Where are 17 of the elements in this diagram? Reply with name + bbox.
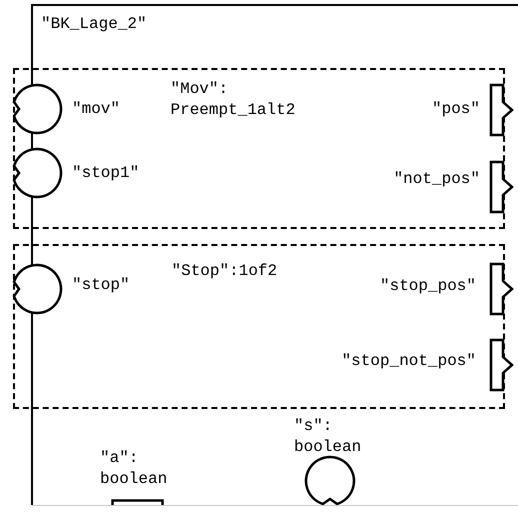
port-bracket <box>110 498 164 504</box>
port-bracket <box>488 84 514 136</box>
port-label: "mov" <box>72 99 120 120</box>
part-name: "BK_Lage_2" <box>41 14 147 35</box>
port-label: "s": boolean <box>294 416 362 458</box>
port-label: "a": boolean <box>100 448 168 490</box>
part-name: "Mov": Preempt_1alt2 <box>170 78 296 120</box>
port-bracket <box>488 338 514 390</box>
port-label: "pos" <box>432 99 480 120</box>
port-label: "stop1" <box>72 163 140 184</box>
port-bracket <box>488 160 514 212</box>
port-label: "stop" <box>72 275 130 296</box>
port-bracket <box>488 262 514 314</box>
port-label: "stop_pos" <box>380 276 476 297</box>
port-label: "not_pos" <box>394 169 480 190</box>
part-name: "Stop":1of2 <box>172 260 278 282</box>
port-label: "stop_not_pos" <box>342 351 476 372</box>
